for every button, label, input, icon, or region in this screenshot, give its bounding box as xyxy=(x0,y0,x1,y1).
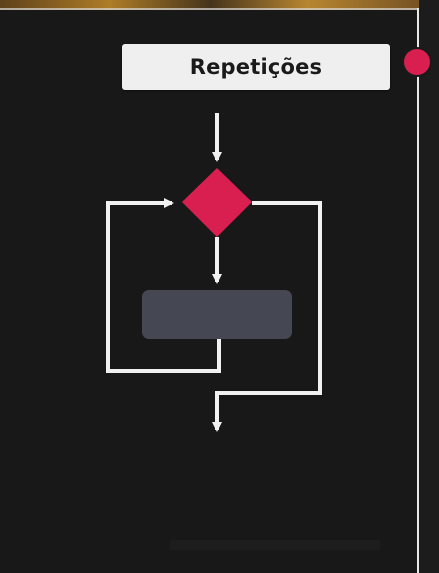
decision-diamond xyxy=(182,168,252,237)
slide-title: Repetições xyxy=(189,55,323,79)
timeline-line xyxy=(417,8,419,573)
loop-exit-arrow xyxy=(212,201,322,432)
process-box xyxy=(142,290,292,339)
bottom-shade xyxy=(170,540,380,550)
flowchart-diagram xyxy=(106,113,322,432)
panel-top-border xyxy=(0,8,419,10)
loop-back-arrow xyxy=(106,198,221,373)
outer-margin xyxy=(419,0,439,573)
title-box: Repetições xyxy=(122,44,390,90)
timeline-marker-dot xyxy=(404,49,430,75)
